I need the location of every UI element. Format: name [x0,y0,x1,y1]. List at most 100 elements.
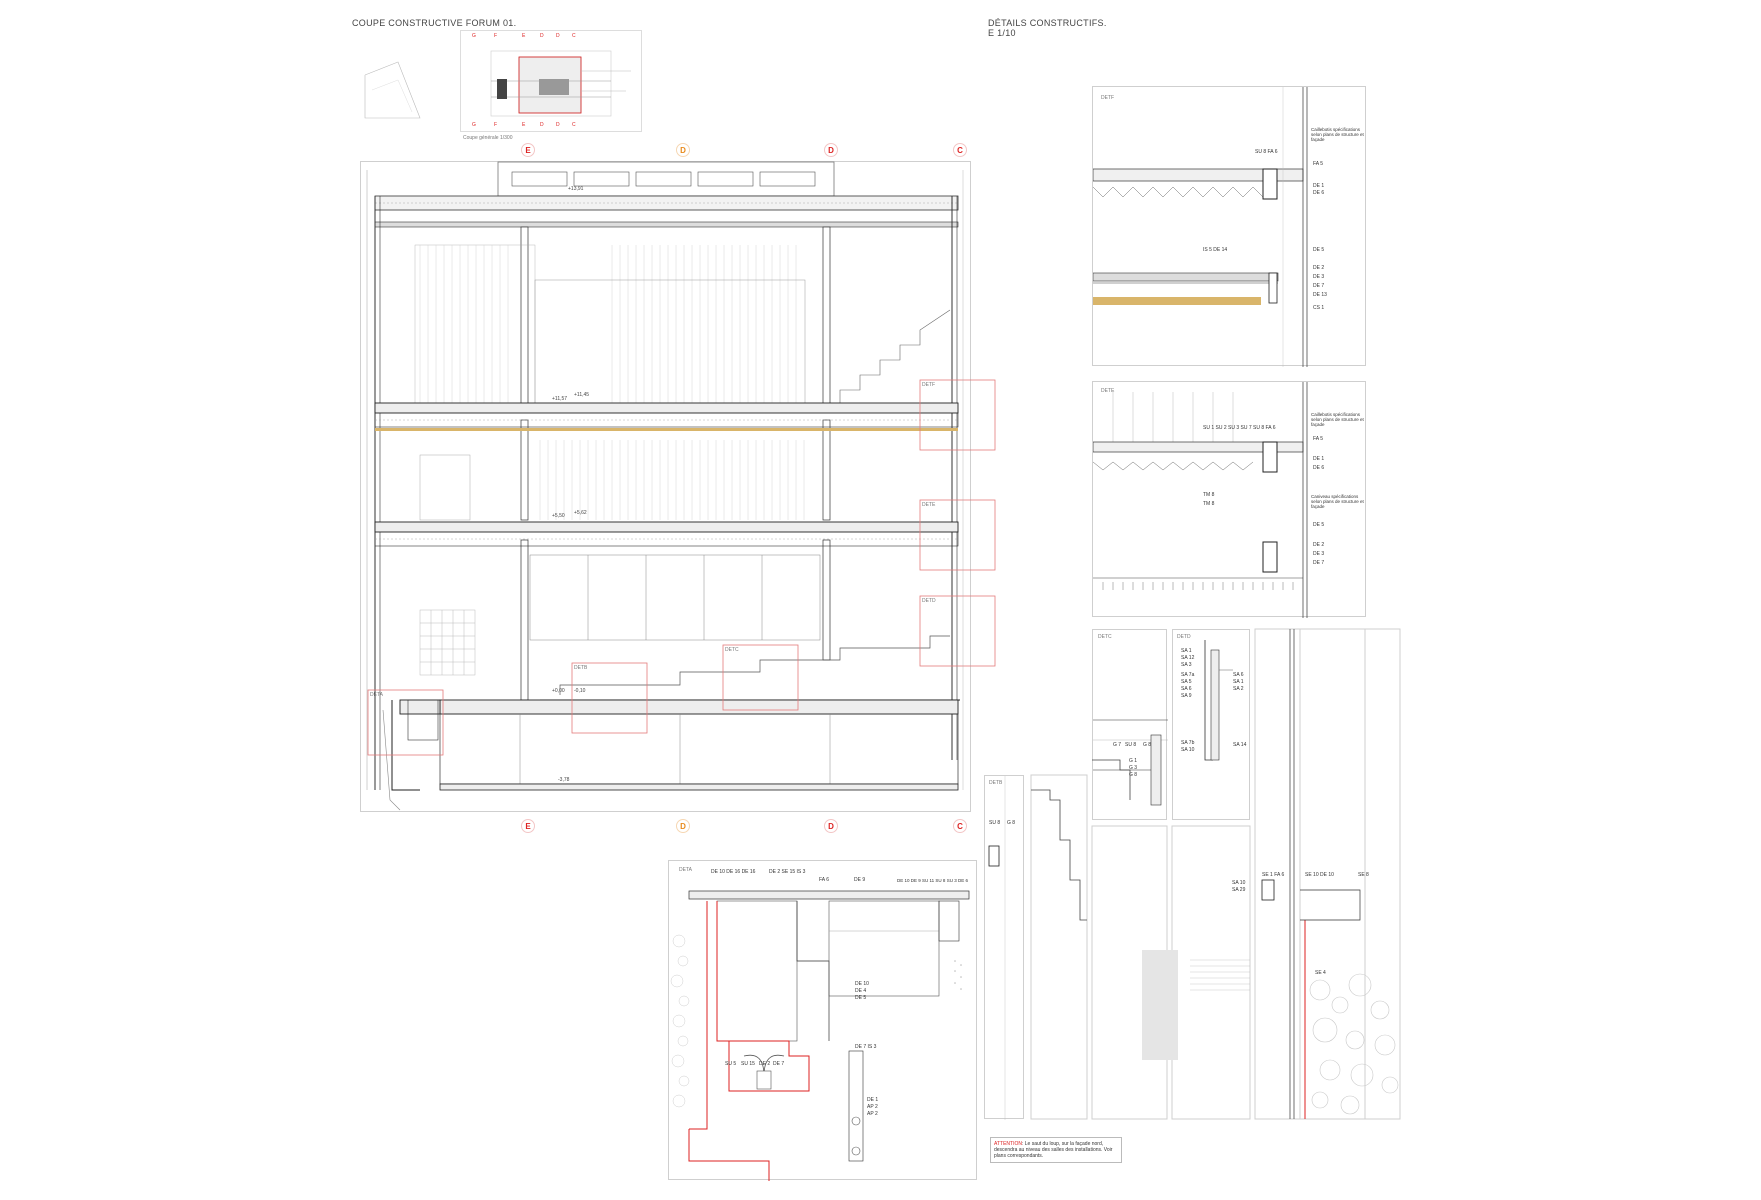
sheet-title-section: COUPE CONSTRUCTIVE FORUM 01. [352,18,517,28]
strip-label-se4: SE 4 [1315,970,1326,976]
level-slab-mid-b: +5,62 [574,510,587,516]
detail-c-label-g8b: G 8 [1129,772,1138,778]
callout-tag-detf: DETF [922,382,936,388]
key-plan-axis-f-bottom: F [494,122,498,128]
detail-b-tag: DETB [989,780,1003,786]
level-ground-b: -0,10 [574,688,586,694]
detail-d-label-sa1: SA 1 [1181,648,1192,654]
axis-bubble-e-top: E [521,143,535,157]
detail-b-label-su8: SU 8 [989,820,1001,826]
detail-f-label-de2: DE 2 [1313,265,1325,271]
key-plan-axis-d1: D [540,33,544,39]
detail-c-label-g8: G 8 [1143,742,1152,748]
detail-a-top-label-2: DE 2 SE 15 IS 3 [769,869,806,875]
detail-e-label-tm8b: TM 8 [1203,501,1215,507]
strip-label-sa29: SA 29 [1232,887,1246,893]
detail-d-label-sa9: SA 9 [1181,693,1192,699]
detail-e-label-tm8a: TM 8 [1203,492,1215,498]
key-plan-axis-f: F [494,33,498,39]
detail-a-top-label-fa6: FA 6 [819,877,830,883]
key-plan-axis-c-bottom: C [572,122,576,128]
detail-f-label-de5: DE 5 [1313,247,1325,253]
detail-d-label-sa10: SA 10 [1181,747,1195,753]
axis-bubble-d2-bottom: D [824,819,838,833]
attention-note-text: : Le saut du loup, sur la façade nord, d… [994,1141,1113,1159]
detail-sheet-e: DETE SU 1 SU 2 SU 3 SU 7 SU 8 FA 6 Caill… [1092,381,1366,618]
detail-sheet-a: DETA DE 10 DE 16 DE 16 DE 2 SE 15 IS 3 F… [668,860,977,1181]
detail-c-label-g3: G 3 [1129,765,1138,771]
detail-d-label-sa6: SA 6 [1181,686,1192,692]
detail-e-label-de3: DE 3 [1313,551,1325,557]
level-slab-mid-a: +5,50 [552,513,565,519]
detail-a-top-label-de9: DE 9 [854,877,866,883]
detail-a-stack-label-ap2a: AP 2 [867,1104,878,1110]
detail-e-label-de2: DE 2 [1313,542,1325,548]
detail-d-label-sa3: SA 3 [1181,662,1192,668]
detail-e-label-de6: DE 6 [1313,465,1325,471]
callout-tag-detd: DETD [922,598,936,604]
detail-sheet-f: DETF SU 8 FA 6 Caillebotis spécification… [1092,86,1366,367]
detail-a-mid-label-de5: DE 5 [855,995,867,1001]
level-slab-upper-a: +11,57 [552,396,568,402]
detail-d-label-right-sa1: SA 1 [1233,679,1244,685]
detail-e-label-fa5: FA 5 [1313,436,1324,442]
key-plan: Coupe générale 1/300 [460,30,642,141]
detail-a-stack-label-de1: DE 1 [867,1097,879,1103]
strip-label-se10-de10: SE 10 DE 10 [1305,872,1334,878]
detail-d-label-sa5: SA 5 [1181,679,1192,685]
axis-bubble-d2-top: D [824,143,838,157]
strip-label-se8: SE 8 [1358,872,1369,878]
detail-f-tag: DETF [1101,95,1115,101]
axis-bubble-c-bottom: C [953,819,967,833]
attention-note-prefix: ATTENTION [994,1141,1022,1147]
detail-e-label-de7: DE 7 [1313,560,1325,566]
detail-f-label-de6: DE 6 [1313,190,1325,196]
detail-a-bottom-label-su5: SU 5 [725,1061,737,1067]
detail-sheet-d: DETD SA 1 SA 12 SA 3 SA 7a SA 5 SA 6 SA … [1172,629,1250,820]
detail-a-bottom-label-de2: DE 2 [759,1061,771,1067]
key-plan-axis-g-bottom: G [472,122,476,128]
key-plan-axis-d1-bottom: D [540,122,544,128]
level-ground: +0,00 [552,688,565,694]
detail-a-tag: DETA [679,867,692,873]
detail-a-bottom-label-de7: DE 7 [773,1061,785,1067]
axis-bubble-d1-top: D [676,143,690,157]
detail-e-top-labels: SU 1 SU 2 SU 3 SU 7 SU 8 FA 6 [1203,425,1276,431]
axis-bubble-e-bottom: E [521,819,535,833]
attention-note: ATTENTION: Le saut du loup, sur la façad… [990,1137,1122,1163]
detail-c-label-g1: G 1 [1129,758,1138,764]
callout-tag-dete: DETE [922,502,936,508]
detail-d-tag: DETD [1177,634,1191,640]
sheet-title-scale: E 1/10 [988,28,1016,38]
key-plan-caption: Coupe générale 1/300 [463,135,513,141]
callout-tag-detb: DETB [574,665,588,671]
level-roof: +13,91 [568,186,584,192]
key-plan-axis-e-bottom: E [522,122,526,128]
detail-sheet-b: DETB SU 8 G 8 [984,775,1024,1120]
detail-a-top-label-3: DE 10 DE 9 SU 11 SU 8 SU 3 DE 6 [897,878,968,883]
sheet-title-details: DÉTAILS CONSTRUCTIFS. [988,18,1107,28]
strip-label-se1-fa6: SE 1 FA 6 [1262,872,1285,878]
detail-d-label-sa7a: SA 7a [1181,672,1195,678]
key-plan-axis-g: G [472,33,476,39]
detail-c-label-g7: G 7 [1113,742,1122,748]
detail-a-stack-label-ap2b: AP 2 [867,1111,878,1117]
detail-f-right-note: Caillebotis spécifications selon plans d… [1311,127,1364,142]
detail-d-label-right-sa2: SA 2 [1233,686,1244,692]
detail-a-mid-label-de4: DE 4 [855,988,867,994]
detail-a-low-label: DE 7 IS 3 [855,1044,877,1050]
detail-b-label-g8: G 8 [1007,820,1016,826]
key-plan-axis-c: C [572,33,576,39]
callout-tag-detc: DETC [725,647,739,653]
strip-label-sa10: SA 10 [1232,880,1246,886]
detail-f-top-labels: SU 8 FA 6 [1255,149,1278,155]
detail-d-label-sa12: SA 12 [1181,655,1195,661]
detail-d-label-right-sa14: SA 14 [1233,742,1247,748]
detail-e-right-note-2: Caniveau spécifications selon plans de s… [1311,494,1364,509]
detail-sheet-c: DETC G 7 SU 8 G 8 G 1 G 3 G 8 [1092,629,1168,820]
callout-tag-deta: DETA [370,692,383,698]
detail-e-tag: DETE [1101,388,1115,394]
level-basement: -3,78 [558,777,570,783]
